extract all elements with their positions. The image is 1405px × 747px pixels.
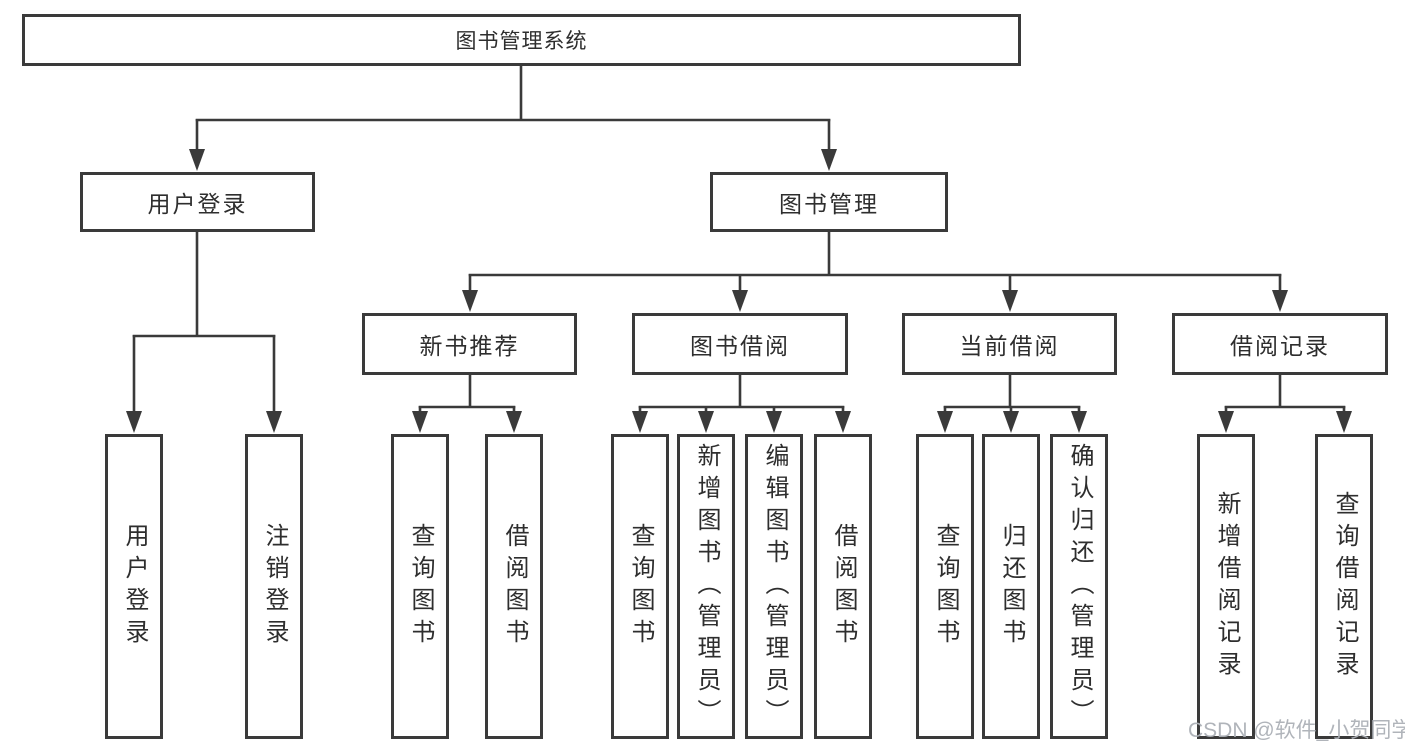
node-library-system: 图书管理系统 [22, 14, 1021, 66]
leaf-query-books-current: 查询图书 [916, 434, 974, 739]
leaf-query-books-borrow: 查询图书 [611, 434, 669, 739]
leaf-confirm-return-admin: 确认归还（管理员） [1050, 434, 1108, 739]
arrowheads [126, 149, 1352, 433]
node-borrowing-records: 借阅记录 [1172, 313, 1388, 375]
leaf-edit-book-admin: 编辑图书（管理员） [745, 434, 803, 739]
leaf-borrow-books-recommend: 借阅图书 [485, 434, 543, 739]
leaf-query-books-recommend: 查询图书 [391, 434, 449, 739]
leaf-query-borrow-record: 查询借阅记录 [1315, 434, 1373, 739]
node-new-book-recommend: 新书推荐 [362, 313, 577, 375]
node-book-borrowing: 图书借阅 [632, 313, 848, 375]
leaf-add-borrow-record: 新增借阅记录 [1197, 434, 1255, 739]
leaf-user-login: 用户登录 [105, 434, 163, 739]
leaf-borrow-books-borrow: 借阅图书 [814, 434, 872, 739]
node-book-management: 图书管理 [710, 172, 948, 232]
leaf-logout: 注销登录 [245, 434, 303, 739]
leaf-add-book-admin: 新增图书（管理员） [677, 434, 735, 739]
node-current-borrowing: 当前借阅 [902, 313, 1117, 375]
csdn-watermark: CSDN @软件_小贺同学 [1188, 719, 1405, 742]
leaf-return-book: 归还图书 [982, 434, 1040, 739]
node-user-login: 用户登录 [80, 172, 315, 232]
